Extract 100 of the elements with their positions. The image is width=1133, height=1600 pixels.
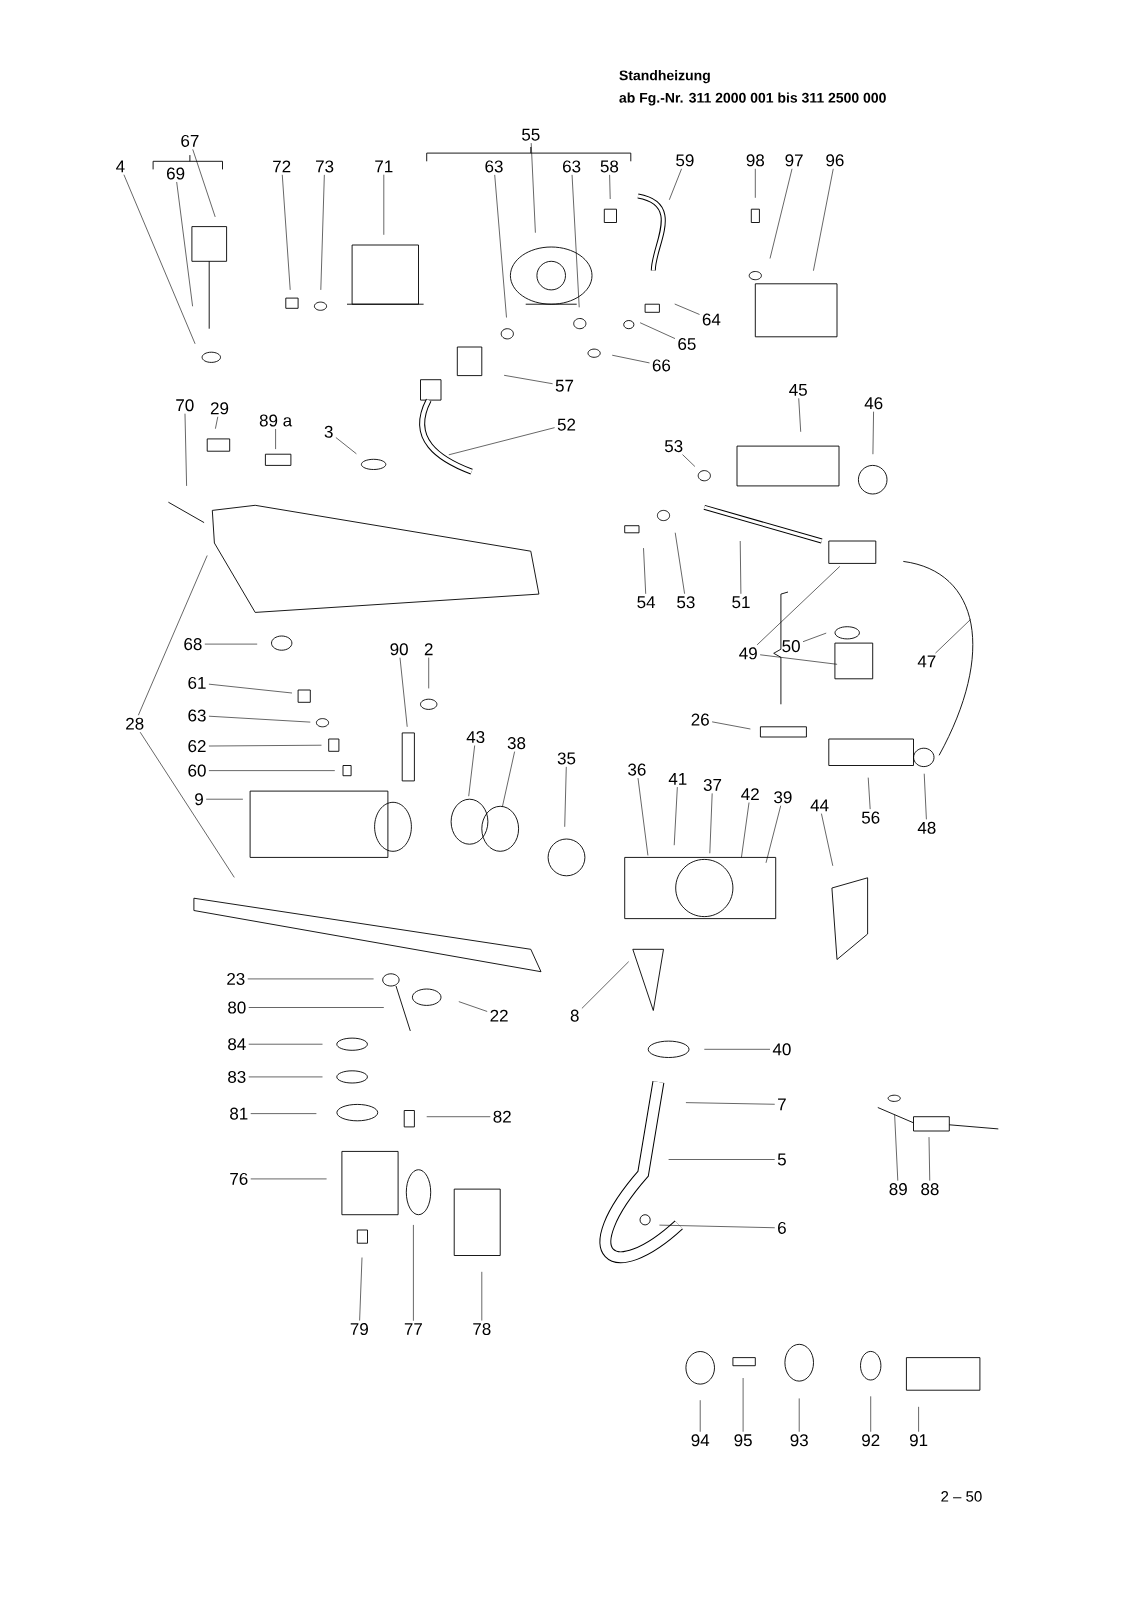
callout-number: 28: [126, 717, 144, 730]
leader-line: [184, 413, 187, 487]
callout-number: 84: [228, 1038, 246, 1051]
callout-number: 70: [176, 399, 194, 412]
leader-line: [208, 683, 293, 694]
leader-line: [383, 174, 385, 236]
callout-number: 91: [909, 1434, 928, 1447]
leader-line: [123, 174, 196, 345]
leader-line: [138, 555, 208, 716]
leader-line: [674, 303, 700, 315]
leader-line: [867, 777, 871, 810]
callout-number: 29: [210, 402, 229, 415]
callout-number: 73: [316, 160, 334, 173]
leader-line: [923, 773, 927, 820]
leader-line: [739, 540, 742, 595]
callout-number: 39: [774, 791, 792, 804]
leader-line: [205, 798, 244, 800]
leader-line: [571, 174, 580, 308]
leader-line: [769, 168, 793, 259]
callout-number: 94: [691, 1434, 710, 1447]
leader-line: [637, 777, 649, 856]
callout-number: 57: [555, 379, 574, 392]
callout-number: 60: [188, 764, 206, 777]
leader-line: [643, 547, 646, 595]
leader-line: [248, 1007, 385, 1008]
callout-number: 92: [862, 1434, 880, 1447]
callout-number: 72: [273, 160, 291, 173]
leader-line: [798, 1398, 800, 1433]
callout-number: 65: [678, 338, 696, 351]
leader-line: [428, 657, 429, 689]
leader-line: [685, 1102, 776, 1105]
leader-line: [682, 454, 696, 467]
callout-number: 53: [664, 440, 683, 453]
callout-number: 76: [230, 1172, 248, 1185]
callout-number: 67: [181, 134, 199, 147]
callout-number: 40: [772, 1043, 791, 1056]
callout-number: 53: [677, 596, 695, 609]
leader-line: [281, 174, 291, 291]
callout-number: 69: [167, 167, 185, 180]
leader-line: [247, 978, 374, 980]
callout-number: 43: [466, 731, 485, 744]
callout-number: 2: [424, 643, 433, 656]
callout-number: 79: [350, 1323, 368, 1336]
callout-number: 61: [188, 676, 206, 689]
callout-number: 88: [921, 1183, 939, 1196]
callout-number: 97: [785, 154, 803, 167]
leader-line: [765, 805, 782, 864]
leader-line: [928, 1136, 931, 1181]
leader-line: [208, 715, 311, 723]
leader-line: [755, 168, 756, 199]
leader-line: [709, 793, 713, 854]
leader-line: [139, 731, 235, 878]
callout-number: 26: [691, 713, 709, 726]
callout-number: 63: [563, 160, 581, 173]
leader-line: [741, 802, 750, 858]
callout-number: 48: [917, 821, 936, 834]
callout-number: 59: [676, 154, 694, 167]
callout-number: 64: [702, 313, 721, 326]
callout-number: 7: [778, 1098, 786, 1111]
leader-line: [413, 1224, 414, 1321]
callout-number: 45: [789, 383, 807, 396]
leader-line: [894, 1114, 899, 1181]
callout-number: 89: [889, 1183, 907, 1196]
callout-number: 44: [810, 799, 829, 812]
callout-number: 66: [652, 359, 671, 372]
callout-number: 47: [917, 655, 936, 668]
callout-number: 38: [507, 737, 526, 750]
leader-line: [674, 532, 685, 595]
callout-number: 36: [628, 763, 646, 776]
leader-line: [918, 1406, 919, 1433]
callout-number: 77: [404, 1323, 422, 1335]
leader-line: [399, 657, 408, 728]
leader-line: [669, 168, 682, 201]
callout-number: 93: [790, 1434, 808, 1447]
leader-line: [250, 1113, 317, 1114]
leader-line: [581, 961, 629, 1009]
leader-line: [802, 632, 827, 642]
leader-line: [204, 643, 258, 645]
leader-line: [673, 786, 678, 846]
callout-number: 51: [732, 596, 750, 609]
callout-number: 46: [864, 397, 883, 410]
callout-number: 9: [195, 793, 203, 806]
leader-line: [756, 566, 841, 646]
leader-line: [611, 354, 650, 364]
leader-line: [192, 149, 216, 218]
callout-number: 80: [228, 1001, 246, 1014]
callout-number: 98: [746, 154, 765, 167]
callout-number: 95: [734, 1434, 752, 1447]
leader-line: [668, 1159, 776, 1160]
callout-number: 41: [668, 772, 687, 785]
leader-line: [458, 1001, 488, 1012]
callout-number: 81: [230, 1107, 248, 1120]
leader-line: [704, 1049, 771, 1050]
leader-line: [275, 428, 276, 450]
leader-line: [759, 654, 838, 665]
callout-number: 58: [600, 160, 619, 173]
leader-line: [481, 1271, 483, 1321]
subtitle: ab Fg.-Nr. 311 2000 001 bis 311 2500 000: [619, 92, 886, 106]
leader-line: [208, 770, 336, 771]
leader-line: [711, 721, 751, 730]
